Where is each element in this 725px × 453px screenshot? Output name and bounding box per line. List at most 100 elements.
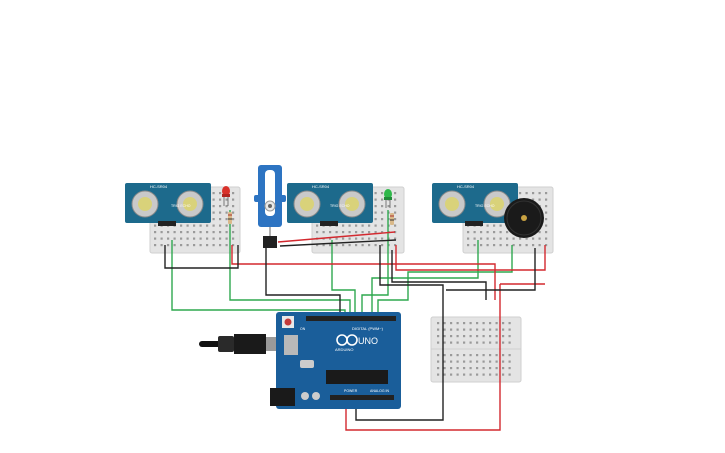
- breadboard-hole: [443, 322, 446, 325]
- breadboard-hole: [232, 192, 235, 195]
- breadboard-hole: [348, 224, 351, 227]
- breadboard-hole: [180, 244, 183, 247]
- atmega-chip: [326, 370, 388, 384]
- breadboard-hole: [502, 341, 505, 344]
- reset-button[interactable]: [284, 318, 292, 326]
- breadboard-hole: [532, 198, 535, 201]
- breadboard-hole: [206, 231, 209, 234]
- breadboard-hole: [443, 367, 446, 370]
- breadboard-hole: [493, 224, 496, 227]
- breadboard-hole: [193, 237, 196, 240]
- breadboard-hole: [186, 244, 189, 247]
- breadboard-hole: [437, 341, 440, 344]
- red-led-icon[interactable]: [222, 186, 230, 206]
- breadboard-hole: [545, 231, 548, 234]
- ultrasonic-sensor-1[interactable]: HC-SR04 TRIG ECHO: [125, 183, 211, 226]
- breadboard-hole: [545, 224, 548, 227]
- breadboard-hole: [525, 237, 528, 240]
- breadboard-hole: [495, 354, 498, 357]
- breadboard-hole: [482, 341, 485, 344]
- breadboard-hole: [180, 237, 183, 240]
- green-led-icon[interactable]: [384, 189, 392, 208]
- breadboard-hole: [232, 205, 235, 208]
- breadboard-hole: [545, 198, 548, 201]
- sensor-label: HC-SR04: [312, 184, 330, 189]
- breadboard-hole: [225, 198, 228, 201]
- breadboard-hole: [154, 231, 157, 234]
- servo-motor-icon[interactable]: [254, 165, 286, 248]
- breadboard-hole: [502, 322, 505, 325]
- breadboard-hole: [450, 354, 453, 357]
- arduino-uno-board[interactable]: ARDUINO UNO DIGITAL (PWM~) POWER ANALOG …: [270, 312, 401, 409]
- breadboard-hole: [486, 237, 489, 240]
- resistor-icon: [390, 213, 394, 225]
- breadboard-hole: [482, 335, 485, 338]
- piezo-buzzer-icon[interactable]: [504, 198, 544, 238]
- breadboard-hole: [394, 192, 397, 195]
- breadboard-hole: [545, 237, 548, 240]
- breadboard-hole: [450, 367, 453, 370]
- breadboard-hole: [508, 373, 511, 376]
- breadboard-hole: [495, 335, 498, 338]
- breadboard-hole: [199, 237, 202, 240]
- breadboard-hole: [463, 322, 466, 325]
- breadboard-hole: [443, 335, 446, 338]
- breadboard-hole: [450, 328, 453, 331]
- breadboard-hole: [489, 335, 492, 338]
- breadboard-hole: [493, 231, 496, 234]
- breadboard-hole: [342, 237, 345, 240]
- digital-header: [306, 316, 396, 321]
- power-jack: [270, 388, 295, 406]
- breadboard-hole: [499, 231, 502, 234]
- wire-green: [331, 240, 356, 318]
- breadboard-hole: [212, 192, 215, 195]
- digital-pins-label: DIGITAL (PWM~): [352, 326, 384, 331]
- breadboard-hole: [225, 205, 228, 208]
- breadboard-hole: [329, 231, 332, 234]
- breadboard-hole: [467, 244, 470, 247]
- breadboard-hole: [463, 367, 466, 370]
- breadboard-hole: [322, 231, 325, 234]
- sensor-pin-label: TRIG ECHO: [330, 204, 350, 208]
- breadboard-hole: [482, 328, 485, 331]
- breadboard-hole: [381, 218, 384, 221]
- usb-cable-icon[interactable]: [199, 334, 286, 354]
- breadboard-hole: [212, 231, 215, 234]
- breadboard-hole: [225, 224, 228, 227]
- resistor-icon: [228, 212, 232, 224]
- breadboard-hole: [381, 231, 384, 234]
- breadboard-hole: [450, 360, 453, 363]
- breadboard-hole: [545, 218, 548, 221]
- breadboard-hole: [502, 373, 505, 376]
- breadboard-hole: [212, 198, 215, 201]
- breadboard-hole: [519, 237, 522, 240]
- breadboard-hole: [467, 237, 470, 240]
- breadboard-hole: [493, 244, 496, 247]
- breadboard-hole: [180, 224, 183, 227]
- breadboard-hole: [342, 224, 345, 227]
- breadboard-hole: [495, 373, 498, 376]
- analog-pins-label: ANALOG IN: [370, 389, 390, 393]
- breadboard-hole: [489, 341, 492, 344]
- arduino-brand-label: ARDUINO: [335, 347, 353, 352]
- breadboard-hole: [476, 335, 479, 338]
- wire-green: [361, 210, 389, 318]
- breadboard-hole: [335, 244, 338, 247]
- breadboard-hole: [219, 224, 222, 227]
- breadboard-hole: [316, 231, 319, 234]
- ultrasonic-sensor-2[interactable]: HC-SR04 TRIG ECHO: [287, 183, 373, 226]
- breadboard-hole: [374, 244, 377, 247]
- breadboard-hole: [502, 354, 505, 357]
- breadboard-hole: [394, 231, 397, 234]
- breadboard-hole: [467, 231, 470, 234]
- breadboard-hole: [437, 367, 440, 370]
- breadboard-hole: [508, 354, 511, 357]
- wire-red: [277, 231, 396, 243]
- ultrasonic-sensor-3[interactable]: HC-SR04 TRIG ECHO: [432, 183, 518, 226]
- breadboard-hole: [212, 218, 215, 221]
- breadboard-bottom: [430, 316, 522, 383]
- breadboard-hole: [486, 231, 489, 234]
- breadboard-hole: [489, 328, 492, 331]
- breadboard-hole: [322, 244, 325, 247]
- breadboard-hole: [206, 224, 209, 227]
